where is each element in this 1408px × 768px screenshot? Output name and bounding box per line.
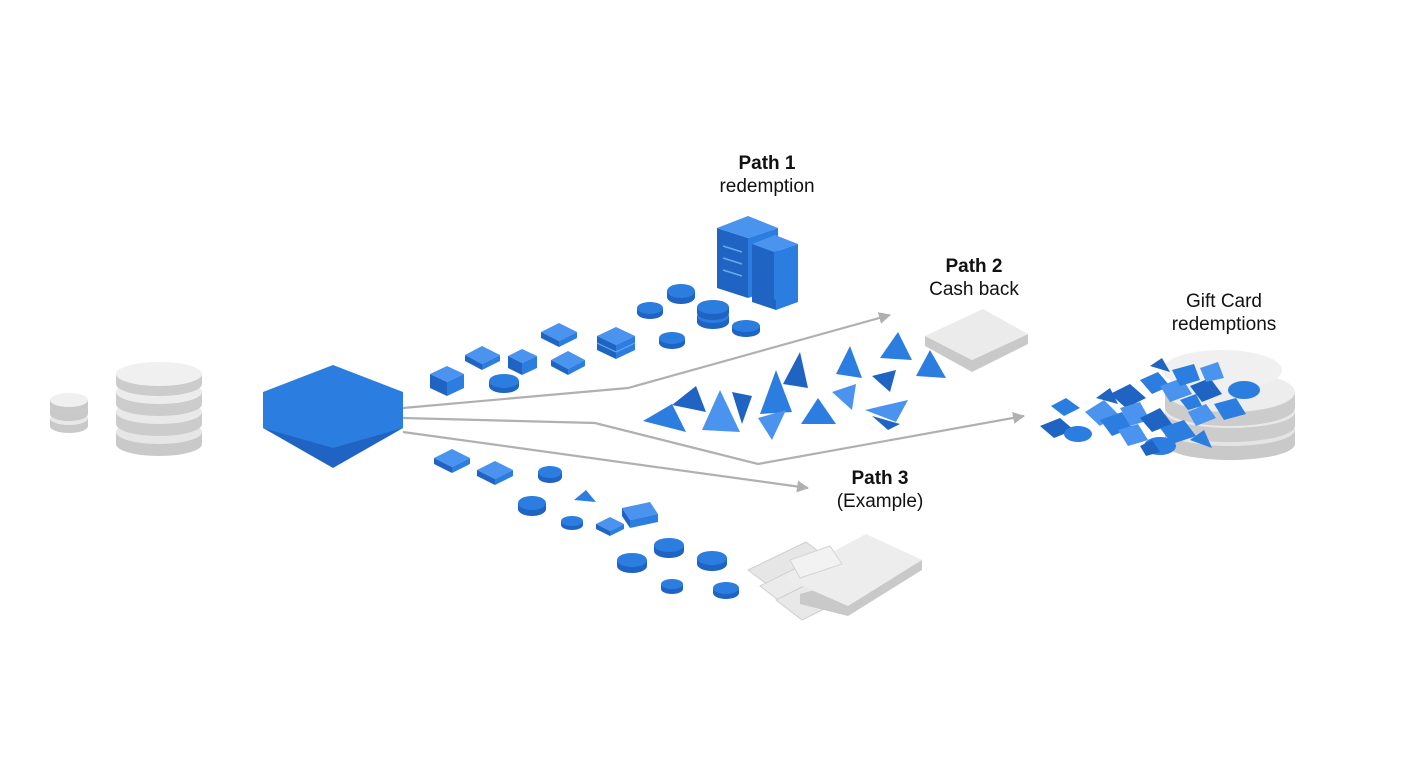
coin-item [637, 302, 663, 319]
arrow-path-2 [402, 312, 891, 410]
tile-item [622, 502, 658, 528]
triangle-item [783, 352, 808, 388]
triangle-item [836, 346, 862, 378]
coin-stack-large-icon [116, 362, 202, 456]
path-1-items [430, 284, 760, 396]
tile-item [596, 327, 636, 359]
label-path-3: Path 3 (Example) [837, 467, 924, 513]
label-path-1-sub: redemption [719, 176, 815, 197]
label-path-2-sub: Cash back [929, 279, 1019, 300]
triangle-item [880, 332, 912, 360]
triangle-item [643, 404, 686, 432]
triangle-item [574, 490, 596, 502]
triangle-item [672, 386, 706, 412]
coin-item [659, 332, 685, 349]
coin-stack-item [697, 300, 729, 329]
paper-stack-icon [747, 534, 922, 621]
label-path-2-title: Path 2 [945, 256, 1003, 277]
triangle-item [865, 400, 908, 422]
arrow-gift-card [402, 412, 1025, 466]
arrow-path-3 [402, 430, 809, 493]
label-path-3-title: Path 3 [851, 468, 909, 489]
path-3-items [434, 449, 739, 599]
coin-item [489, 374, 519, 393]
triangle-item [872, 416, 900, 430]
cash-tile-icon [925, 309, 1028, 372]
label-path-2: Path 2 Cash back [929, 255, 1019, 301]
label-path-3-sub: (Example) [836, 491, 924, 512]
hexagon-hub-icon [263, 365, 403, 468]
triangle-item [872, 370, 896, 392]
gift-card-items [1040, 358, 1260, 456]
coin-item [654, 538, 684, 558]
coin-item [667, 284, 695, 304]
triangle-item [832, 384, 856, 410]
triangle-item [758, 410, 786, 440]
tile-item [465, 346, 500, 370]
coin-item [561, 516, 583, 530]
triangle-item [702, 390, 740, 432]
label-gift-card-sub: redemptions [1171, 314, 1277, 335]
cube-item [430, 366, 464, 396]
triangle-item [916, 350, 946, 378]
tile-item [541, 323, 577, 347]
triangle-item [732, 392, 752, 424]
path-2-items [643, 332, 946, 440]
tile-item [477, 461, 513, 485]
label-path-1-title: Path 1 [738, 153, 796, 174]
tile-item [434, 449, 470, 473]
coin-item [617, 553, 647, 573]
coin-item [697, 551, 727, 571]
triangle-item [760, 370, 792, 414]
flow-arrows [402, 312, 1025, 493]
coin-item [661, 579, 683, 594]
server-stack-icon [717, 216, 798, 310]
label-gift-card-title: Gift Card [1185, 291, 1263, 312]
coin-item [732, 320, 760, 337]
coin-item [518, 496, 546, 516]
coin-stack-small-icon [50, 393, 88, 433]
coin-item [713, 582, 739, 599]
label-path-1: Path 1 redemption [719, 152, 814, 198]
tile-item [596, 517, 624, 536]
triangle-item [801, 398, 836, 424]
label-gift-card: Gift Card redemptions [1172, 290, 1277, 336]
tile-item [551, 351, 585, 375]
coin-item [538, 466, 562, 483]
cube-item [508, 349, 537, 375]
